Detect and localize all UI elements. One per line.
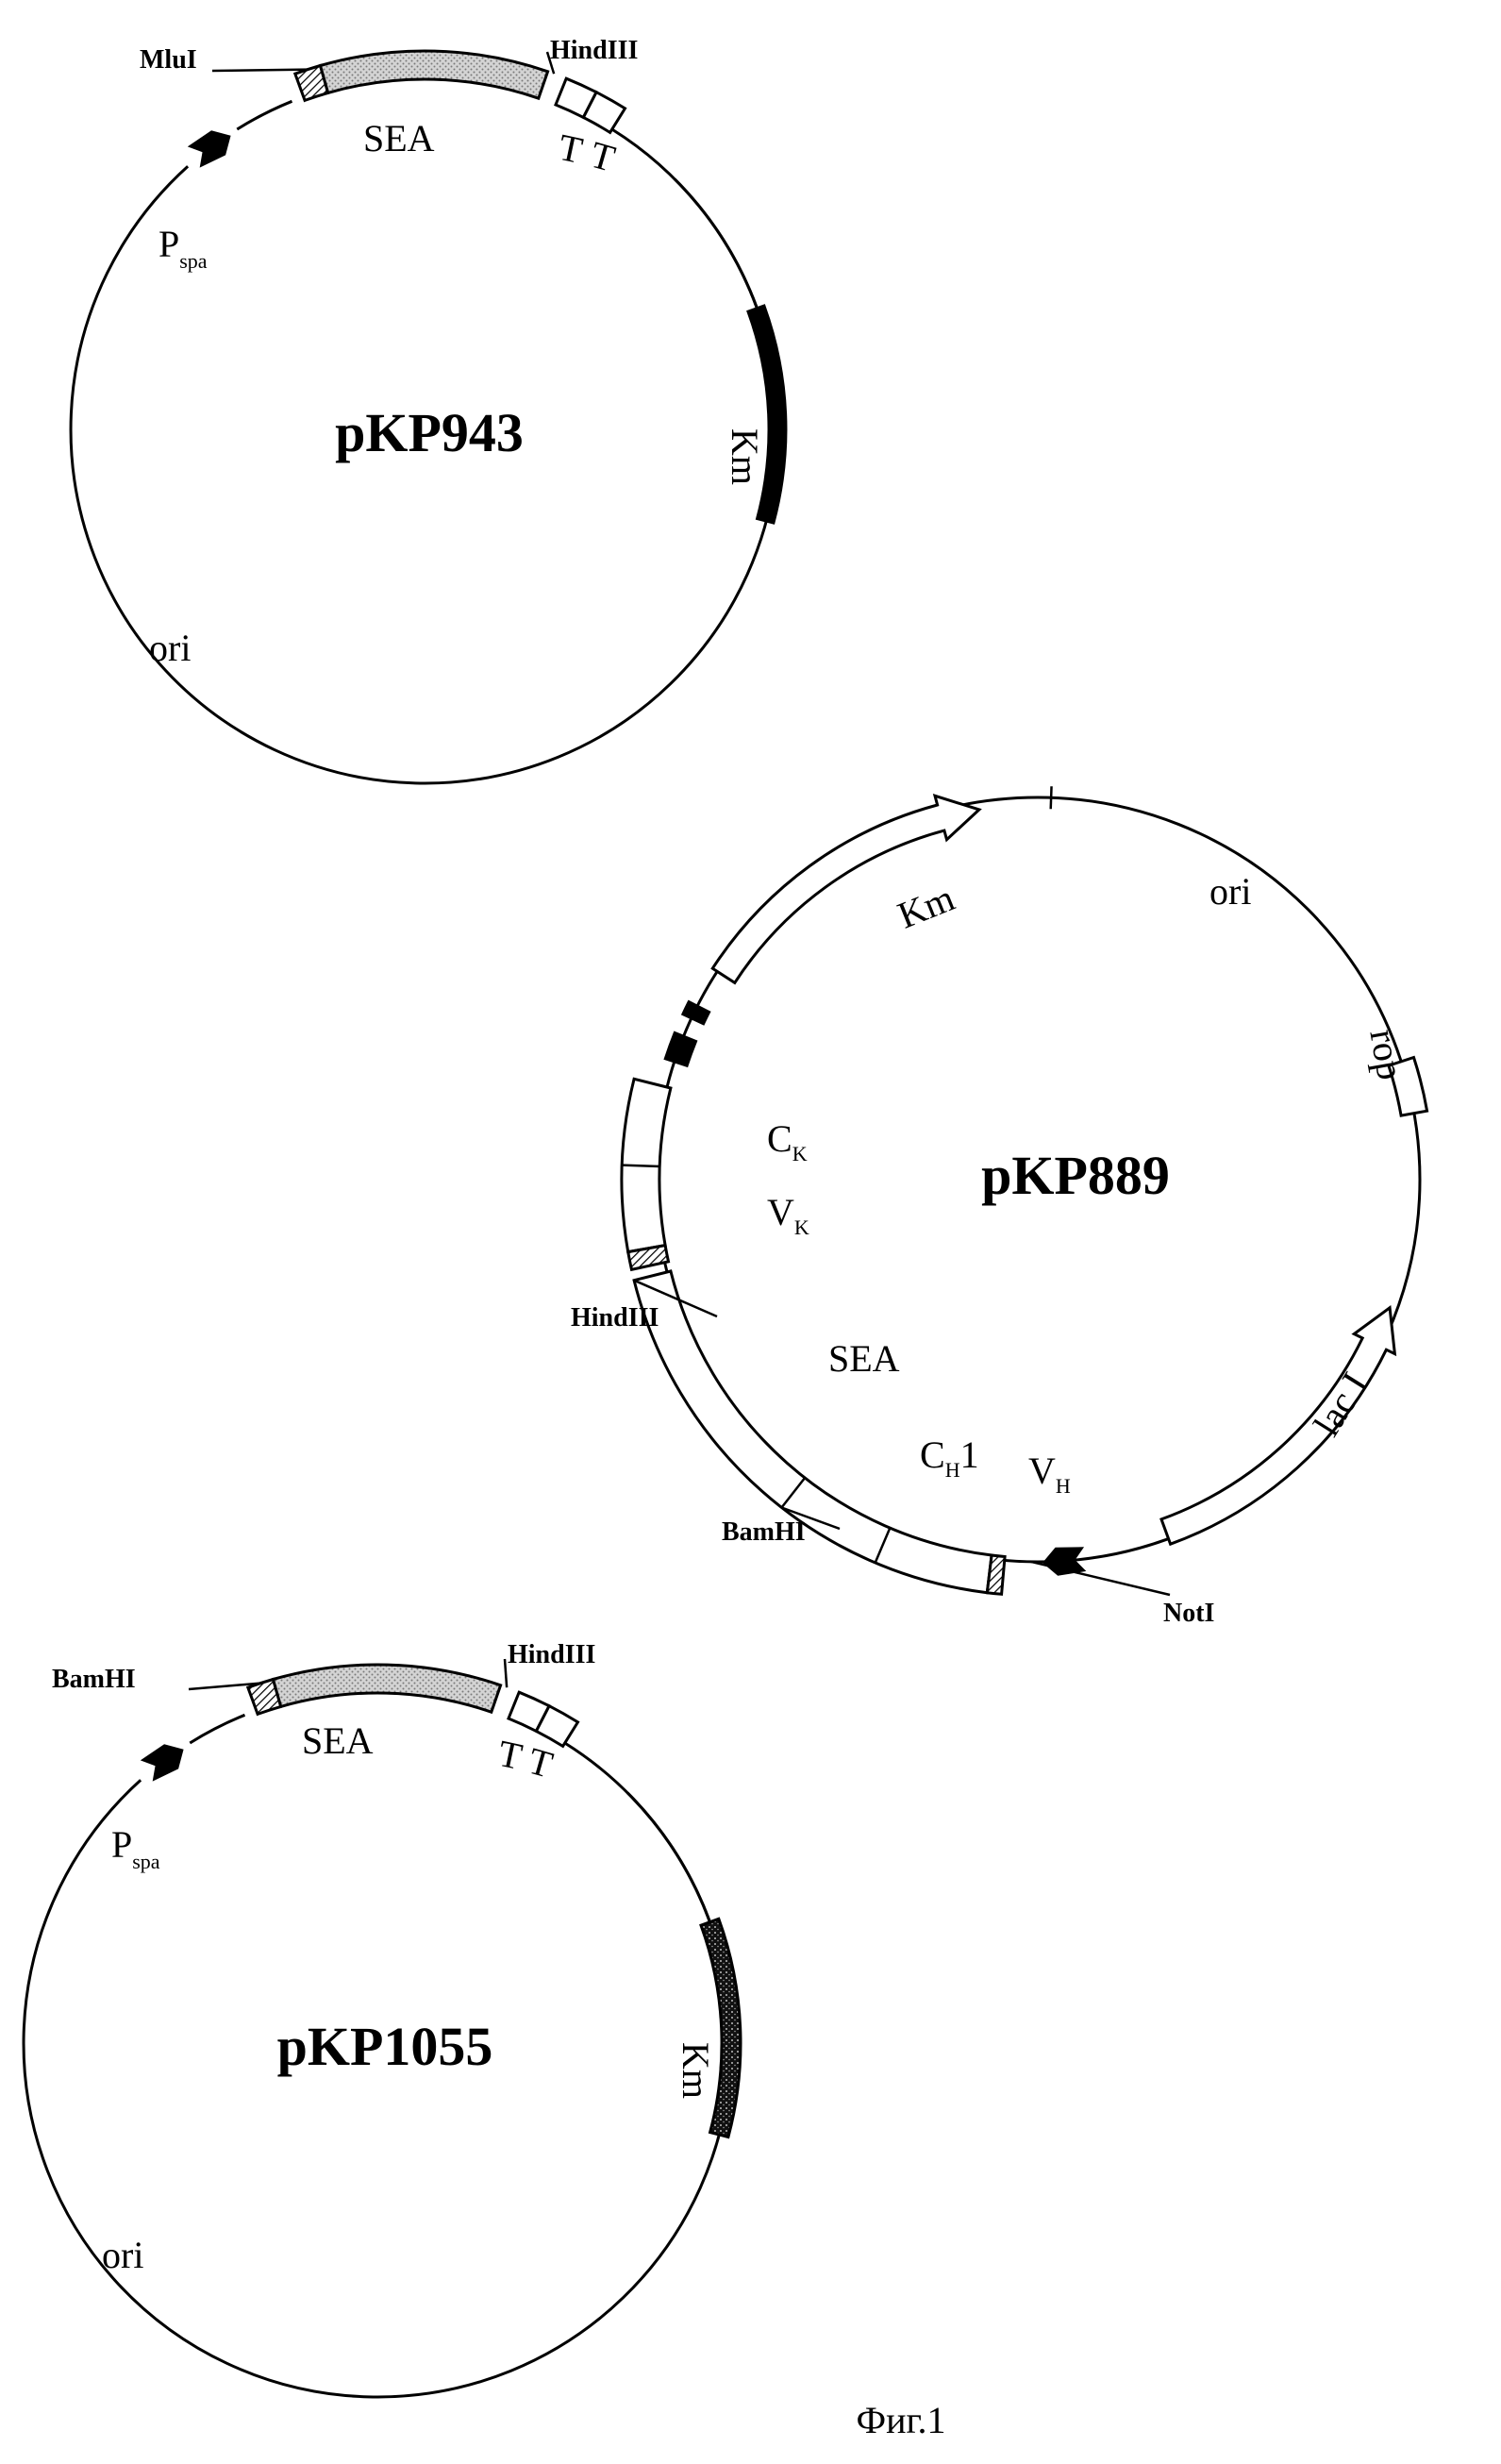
pkp1055-t1-label: T	[494, 1732, 525, 1778]
pkp943-circle-arc-gap	[237, 101, 292, 129]
pkp943-t2-label: T	[586, 133, 620, 180]
pkp943-circle-arc-right	[612, 129, 758, 309]
pkp1055-pspa-label: Pspa	[111, 1823, 160, 1873]
pkp1055-sea-label: SEA	[302, 1719, 374, 1762]
pkp889-vh-sub: H	[1056, 1474, 1071, 1498]
pkp889-ori-label: ori	[1209, 870, 1251, 913]
pkp943-promoter-arrow-shape	[189, 125, 236, 167]
pkp1055-circle-arc	[24, 1780, 731, 2397]
pkp889-hindiii-label: HindIII	[571, 1303, 659, 1333]
pkp889-vk-label: VK	[767, 1191, 809, 1239]
pkp889-vh-label: VH	[1028, 1450, 1071, 1498]
pkp1055-ori-label: ori	[102, 2234, 143, 2276]
pkp943-pspa-label: Pspa	[158, 223, 208, 273]
pkp889-ck-label: CK	[767, 1117, 808, 1165]
pkp889-vk-main: V	[767, 1191, 794, 1233]
pkp1055-hindiii-pointer	[505, 1659, 507, 1687]
pkp889-ch1-main: C	[920, 1433, 945, 1476]
pkp889-vh-main: V	[1028, 1450, 1056, 1492]
pkp943-hindiii-label: HindIII	[550, 36, 638, 65]
plasmid-pkp943: pKP943 MluI HindIII SEA T T Pspa Km ori	[71, 36, 786, 783]
pkp1055-km-label: Km	[675, 2042, 717, 2099]
plasmid-pkp889: pKP889 Km ori rop CK VK HindIII SEA CH1 …	[571, 786, 1427, 1628]
pkp1055-bamhi-label: BamHI	[52, 1665, 136, 1694]
pkp943-pspa-sub: spa	[179, 249, 208, 273]
pkp889-noti-label: NotI	[1163, 1599, 1214, 1628]
pkp889-sea-label: SEA	[828, 1337, 900, 1380]
pkp943-promoter-arrow	[189, 125, 236, 167]
plasmid-pkp1055: pKP1055 BamHI HindIII SEA T T Pspa Km or…	[24, 1640, 741, 2397]
pkp889-vh-hatch	[987, 1555, 1005, 1594]
pkp889-ch1-label: CH1	[920, 1433, 979, 1482]
pkp943-title: pKP943	[335, 402, 524, 463]
pkp889-bamhi-label: BamHI	[722, 1517, 806, 1547]
pkp889-ck-sub: K	[792, 1142, 808, 1165]
pkp889-title: pKP889	[981, 1145, 1170, 1206]
pkp889-ck-main: C	[767, 1117, 792, 1160]
pkp943-ori-label: ori	[149, 627, 191, 669]
pkp889-sea-fab-block	[634, 1271, 992, 1593]
pkp889-marker-1	[683, 1002, 709, 1024]
pkp943-t1-label: T	[555, 126, 586, 172]
pkp1055-title: pKP1055	[277, 2016, 493, 2077]
pkp1055-pspa-main: P	[111, 1823, 132, 1866]
pkp889-vk-sub: K	[794, 1215, 809, 1239]
pkp943-sea-label: SEA	[363, 117, 435, 159]
figure-caption: Фиг.1	[857, 2399, 946, 2441]
pkp1055-circle-arc-right	[565, 1743, 710, 1922]
pkp889-ch1-suffix: 1	[960, 1433, 979, 1476]
pkp889-km-label: Km	[892, 876, 959, 936]
pkp889-noti-pointer	[1031, 1562, 1170, 1595]
pkp1055-hindiii-label: HindIII	[508, 1640, 595, 1669]
pkp1055-circle-arc-gap	[190, 1715, 244, 1743]
pkp1055-pspa-sub: spa	[132, 1850, 160, 1873]
pkp943-pspa-main: P	[158, 223, 179, 265]
pkp889-laci-arrow	[1161, 1308, 1394, 1544]
pkp889-marker-2	[665, 1033, 695, 1066]
pkp943-mlui-label: MluI	[140, 45, 197, 75]
pkp1055-t2-label: T	[524, 1739, 558, 1786]
pkp943-sea-block	[321, 51, 548, 98]
pkp1055-sea-block	[274, 1665, 501, 1712]
pkp889-rop-label: rop	[1361, 1026, 1412, 1082]
pkp889-ck-vk-divider	[622, 1165, 659, 1166]
pkp1055-km-block	[701, 1919, 741, 2137]
pkp1055-promoter-arrow-shape	[142, 1738, 189, 1781]
pkp889-ori-tick	[1051, 786, 1052, 809]
pkp943-km-label: Km	[724, 428, 766, 485]
pkp889-ch1-sub: H	[945, 1458, 960, 1482]
pkp943-km-block	[748, 306, 786, 523]
pkp943-mlui-pointer	[212, 70, 308, 71]
pkp1055-promoter-arrow	[142, 1738, 189, 1781]
